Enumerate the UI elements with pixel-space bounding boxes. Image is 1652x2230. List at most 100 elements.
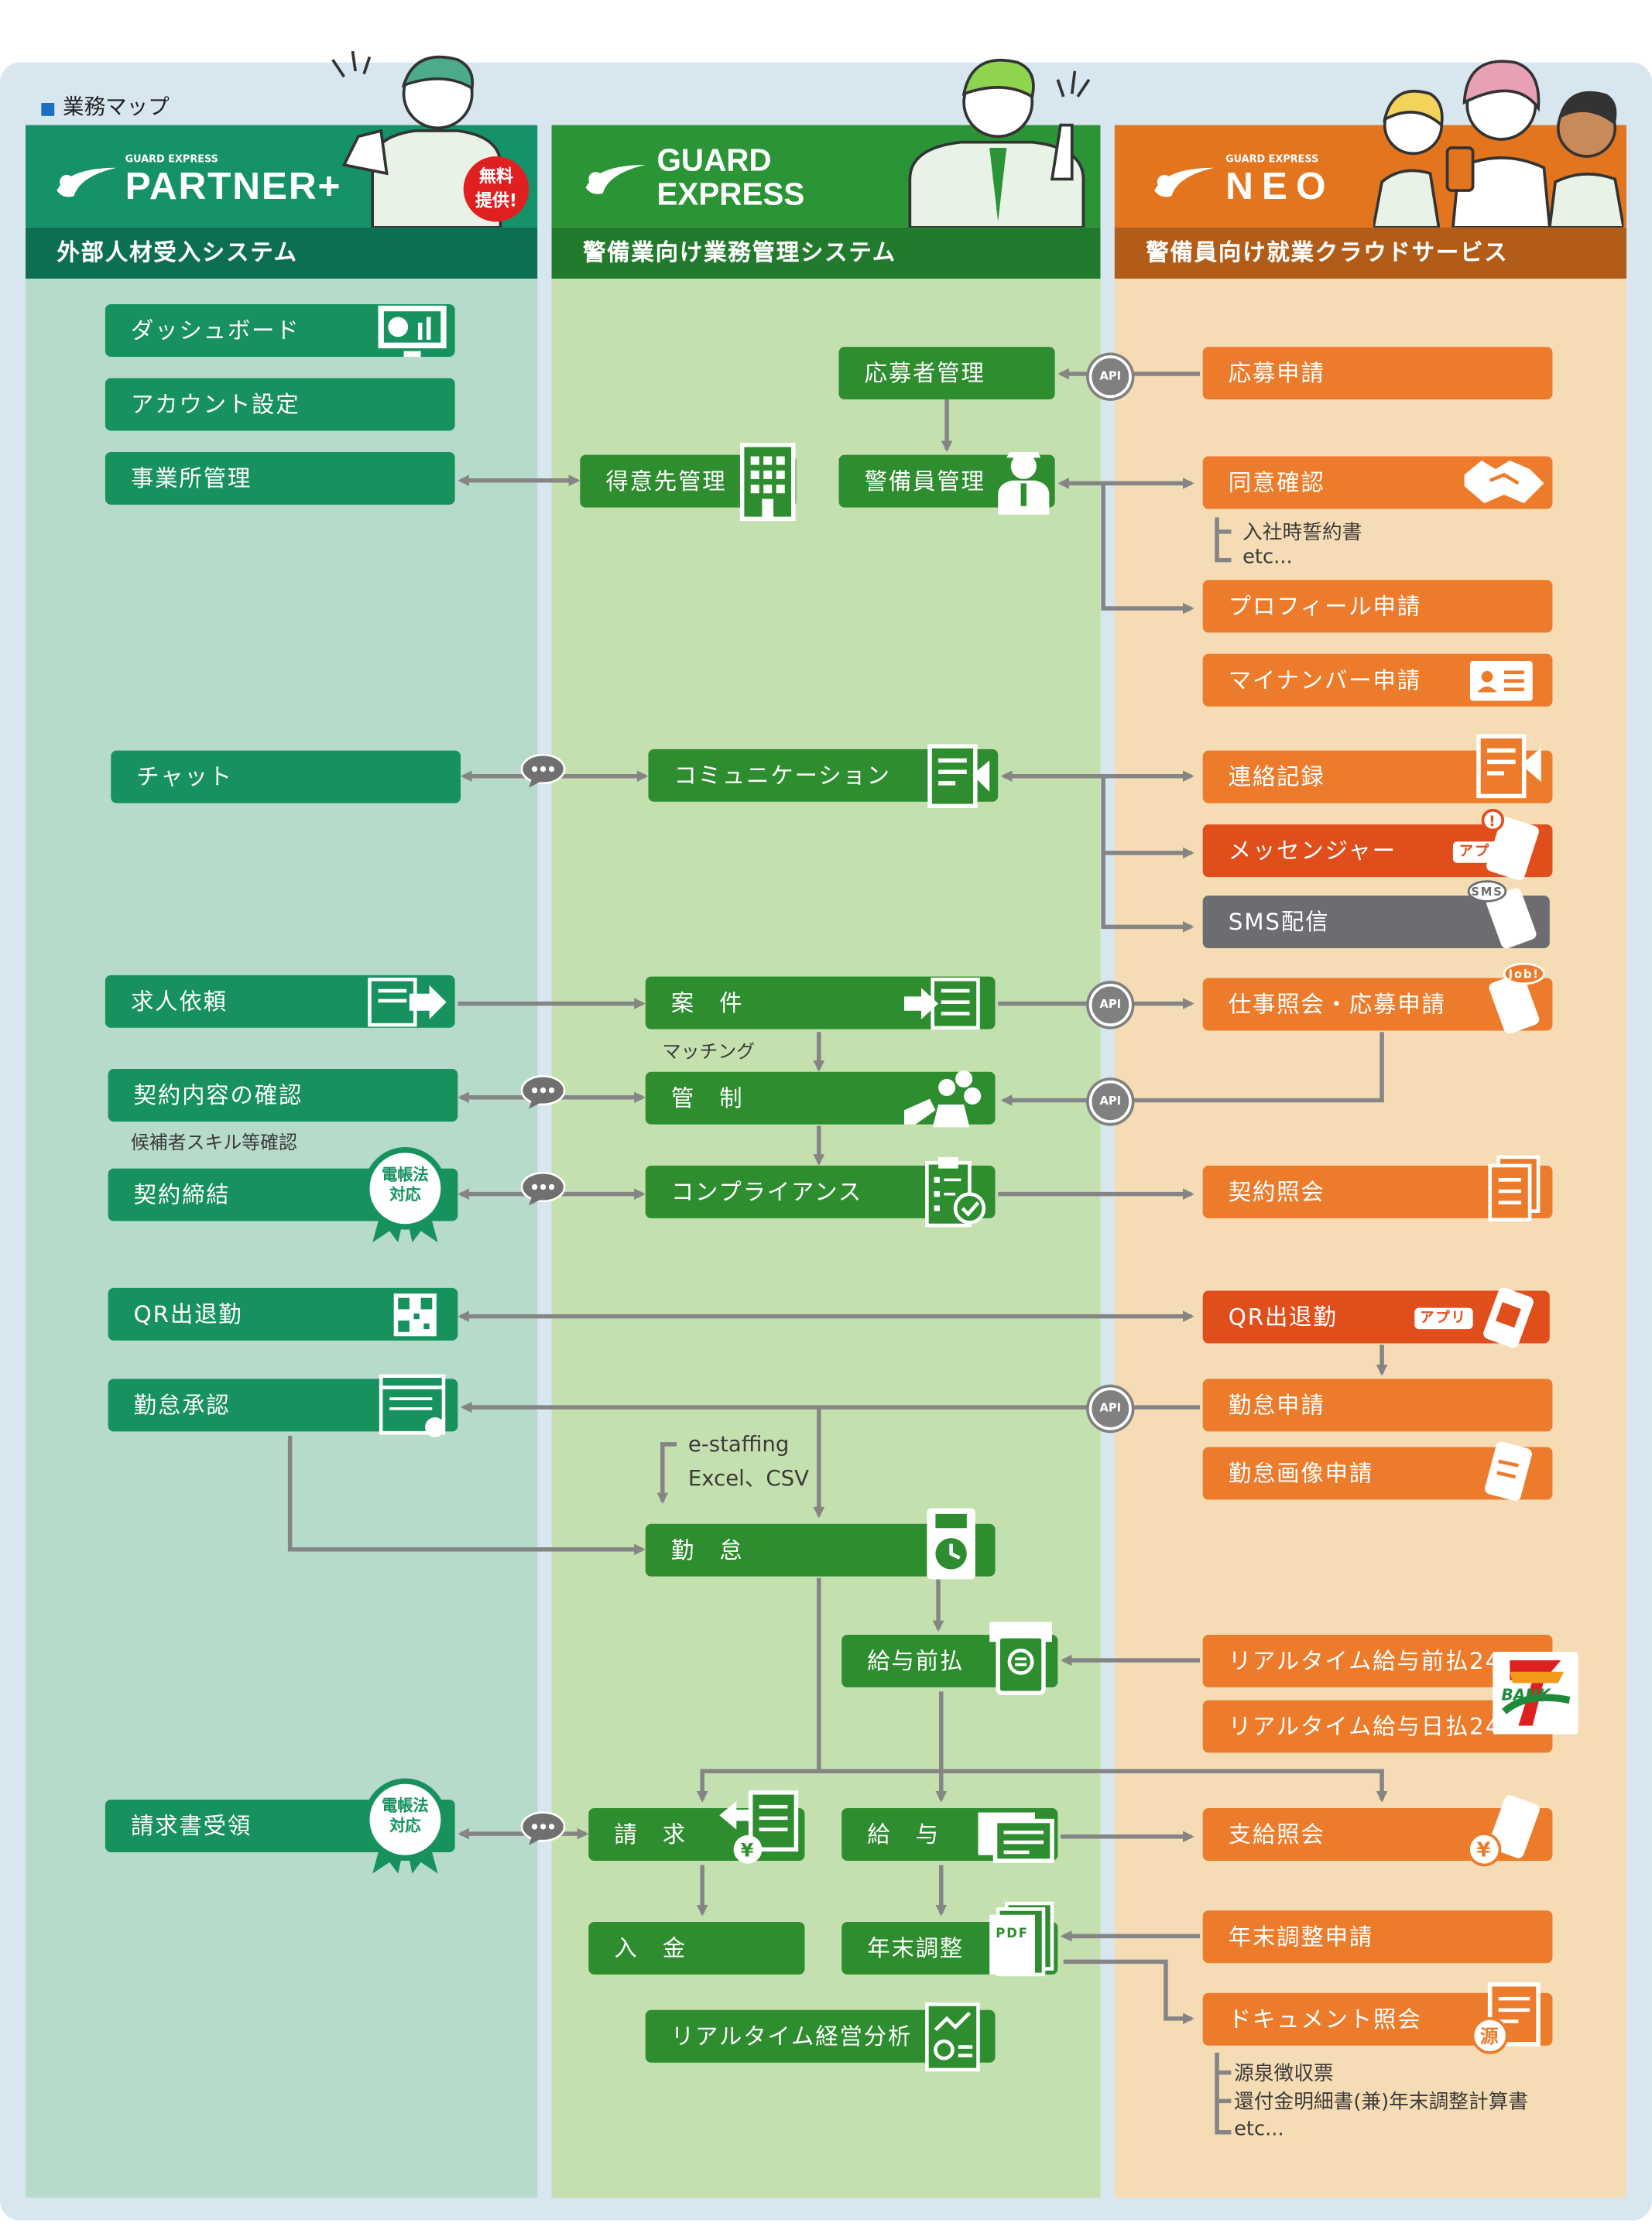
dispatch-people-icon [901, 1067, 986, 1129]
app-tag: アプリ [1414, 1308, 1472, 1330]
box-label: リアルタイム給与日払24 [1229, 1713, 1501, 1740]
guard-payment-received-box[interactable]: 入 金 [588, 1922, 804, 1975]
guard-analysis-box[interactable]: リアルタイム経営分析 [646, 2010, 996, 2063]
box-label: 請求書受領 [131, 1813, 252, 1840]
document-import-icon [901, 976, 981, 1030]
guard-compliance-box[interactable]: コンプライアンス [646, 1166, 996, 1218]
api-badge: API [1089, 355, 1132, 398]
handshake-icon [1462, 454, 1547, 511]
yen-symbol: ¥ [1476, 1838, 1492, 1862]
box-label: 警備員管理 [865, 468, 985, 495]
chat-bubble-icon [520, 1074, 566, 1108]
box-label: ダッシュボード [131, 317, 300, 344]
guard-applicant-box[interactable]: 応募者管理 [839, 347, 1055, 399]
neo-attendance-request-box[interactable]: 勤怠申請 [1203, 1379, 1553, 1431]
neo-mynumber-box[interactable]: マイナンバー申請 [1203, 654, 1553, 707]
box-label: 同意確認 [1229, 469, 1325, 496]
atm-icon [987, 1619, 1055, 1696]
matching-note: マッチング [663, 1036, 755, 1064]
phone-document-icon [1484, 1439, 1535, 1507]
guard-case-box[interactable]: 案 件 [646, 977, 996, 1029]
neo-profile-box[interactable]: プロフィール申請 [1203, 580, 1553, 632]
withholding-document-icon: 源 [1470, 1982, 1544, 2055]
analytics-document-icon [924, 2001, 981, 2072]
box-label: リアルタイム給与前払24 [1229, 1648, 1501, 1675]
skill-check-note: 候補者スキル等確認 [131, 1127, 297, 1154]
box-label: 給 与 [867, 1821, 940, 1848]
box-label: 求人依頼 [131, 988, 228, 1015]
invoice-yen-icon: ¥ [717, 1790, 802, 1866]
box-label: プロフィール申請 [1229, 593, 1421, 620]
job-label: Job! [1508, 968, 1540, 981]
box-label: QR出退勤 [134, 1300, 243, 1327]
documents-stack-icon [1482, 1154, 1544, 1228]
partner-qr-box[interactable]: QR出退勤 [108, 1288, 458, 1341]
neo-contact-log-box[interactable]: 連絡記録 [1203, 751, 1553, 803]
box-label: 応募者管理 [865, 360, 985, 387]
box-label: 仕事照会・応募申請 [1229, 991, 1446, 1018]
neo-attendance-image-box[interactable]: 勤怠画像申請 [1203, 1447, 1553, 1500]
partner-dashboard-box[interactable]: ダッシュボード [105, 304, 455, 357]
neo-year-end-request-box[interactable]: 年末調整申請 [1203, 1910, 1553, 1963]
denchoho-badge: 電帳法対応 [355, 1777, 455, 1877]
neo-document-inquiry-box[interactable]: ドキュメント照会 源 [1203, 1993, 1553, 2046]
building-icon [736, 441, 799, 521]
chat-bubble-icon [520, 1171, 566, 1205]
excel-csv-note: Excel、CSV [688, 1463, 809, 1493]
box-label: 契約照会 [1229, 1178, 1325, 1205]
doc-note-withholding: 源泉徴収票 [1234, 2058, 1334, 2087]
guard-salary-box[interactable]: 給 与 [841, 1808, 1057, 1861]
box-label: 支給照会 [1229, 1821, 1325, 1848]
neo-apply-box[interactable]: 応募申請 [1203, 347, 1553, 399]
qr-phone-icon [1479, 1284, 1535, 1349]
box-label: QR出退勤 [1229, 1303, 1338, 1331]
pdf-document-icon: PDF [987, 1900, 1055, 1977]
partner-job-request-box[interactable]: 求人依頼 [105, 975, 455, 1028]
partner-account-box[interactable]: アカウント設定 [105, 379, 455, 431]
box-label: 入 金 [614, 1934, 687, 1961]
id-card-icon [1467, 657, 1535, 703]
box-label: 年末調整 [867, 1934, 964, 1961]
neo-contract-inquiry-box[interactable]: 契約照会 [1203, 1166, 1553, 1218]
qr-code-icon [392, 1291, 438, 1337]
box-label: 勤怠画像申請 [1229, 1460, 1373, 1487]
guard-control-box[interactable]: 管 制 [646, 1072, 996, 1125]
box-label: コミュニケーション [674, 762, 891, 789]
pdf-label: PDF [996, 1926, 1029, 1941]
neo-qr-box[interactable]: QR出退勤 アプリ [1203, 1291, 1550, 1344]
neo-job-inquiry-box[interactable]: 仕事照会・応募申請 Job! [1203, 978, 1553, 1031]
document-arrow-icon [367, 976, 450, 1027]
badge-line2: 対応 [389, 1817, 420, 1835]
badge-line1: 電帳法 [382, 1797, 429, 1815]
partner-contract-check-box[interactable]: 契約内容の確認 [108, 1069, 458, 1122]
guard-year-end-box[interactable]: 年末調整 PDF [841, 1922, 1057, 1975]
partner-office-box[interactable]: 事業所管理 [105, 452, 455, 505]
guard-attendance-box[interactable]: 勤 怠 [646, 1524, 996, 1577]
chat-bubble-icon [520, 753, 566, 787]
partner-attendance-approval-box[interactable]: 勤怠承認 [108, 1379, 458, 1431]
box-label: 事業所管理 [131, 465, 252, 492]
guard-billing-box[interactable]: 請 求 ¥ [588, 1808, 804, 1861]
box-label: 応募申請 [1229, 360, 1325, 387]
neo-messenger-box[interactable]: メッセンジャーアプリ ! [1203, 824, 1553, 877]
box-label: 連絡記録 [1229, 763, 1325, 790]
api-badge: API [1089, 984, 1132, 1026]
guard-staff-box[interactable]: 警備員管理 [839, 455, 1055, 508]
box-label: 管 制 [671, 1084, 744, 1112]
time-clock-icon [921, 1506, 981, 1582]
box-label: 請 求 [614, 1821, 687, 1848]
report-icon [1473, 731, 1547, 804]
partner-chat-box[interactable]: チャット [111, 751, 461, 803]
badge-line1: 電帳法 [382, 1166, 429, 1184]
seven-bank-logo: BANK [1493, 1652, 1578, 1735]
neo-pay-inquiry-box[interactable]: 支給照会 ¥ [1203, 1808, 1553, 1861]
guard-advance-pay-box[interactable]: 給与前払 [841, 1635, 1057, 1687]
neo-sms-box[interactable]: SMS配信 SMS [1203, 896, 1550, 948]
neo-consent-box[interactable]: 同意確認 [1203, 457, 1553, 509]
guard-communication-box[interactable]: コミュニケーション [648, 749, 998, 802]
guard-client-box[interactable]: 得意先管理 [580, 455, 796, 508]
api-badge: API [1089, 1387, 1132, 1430]
box-label: 勤怠承認 [134, 1392, 231, 1419]
box-label: チャット [136, 763, 233, 790]
